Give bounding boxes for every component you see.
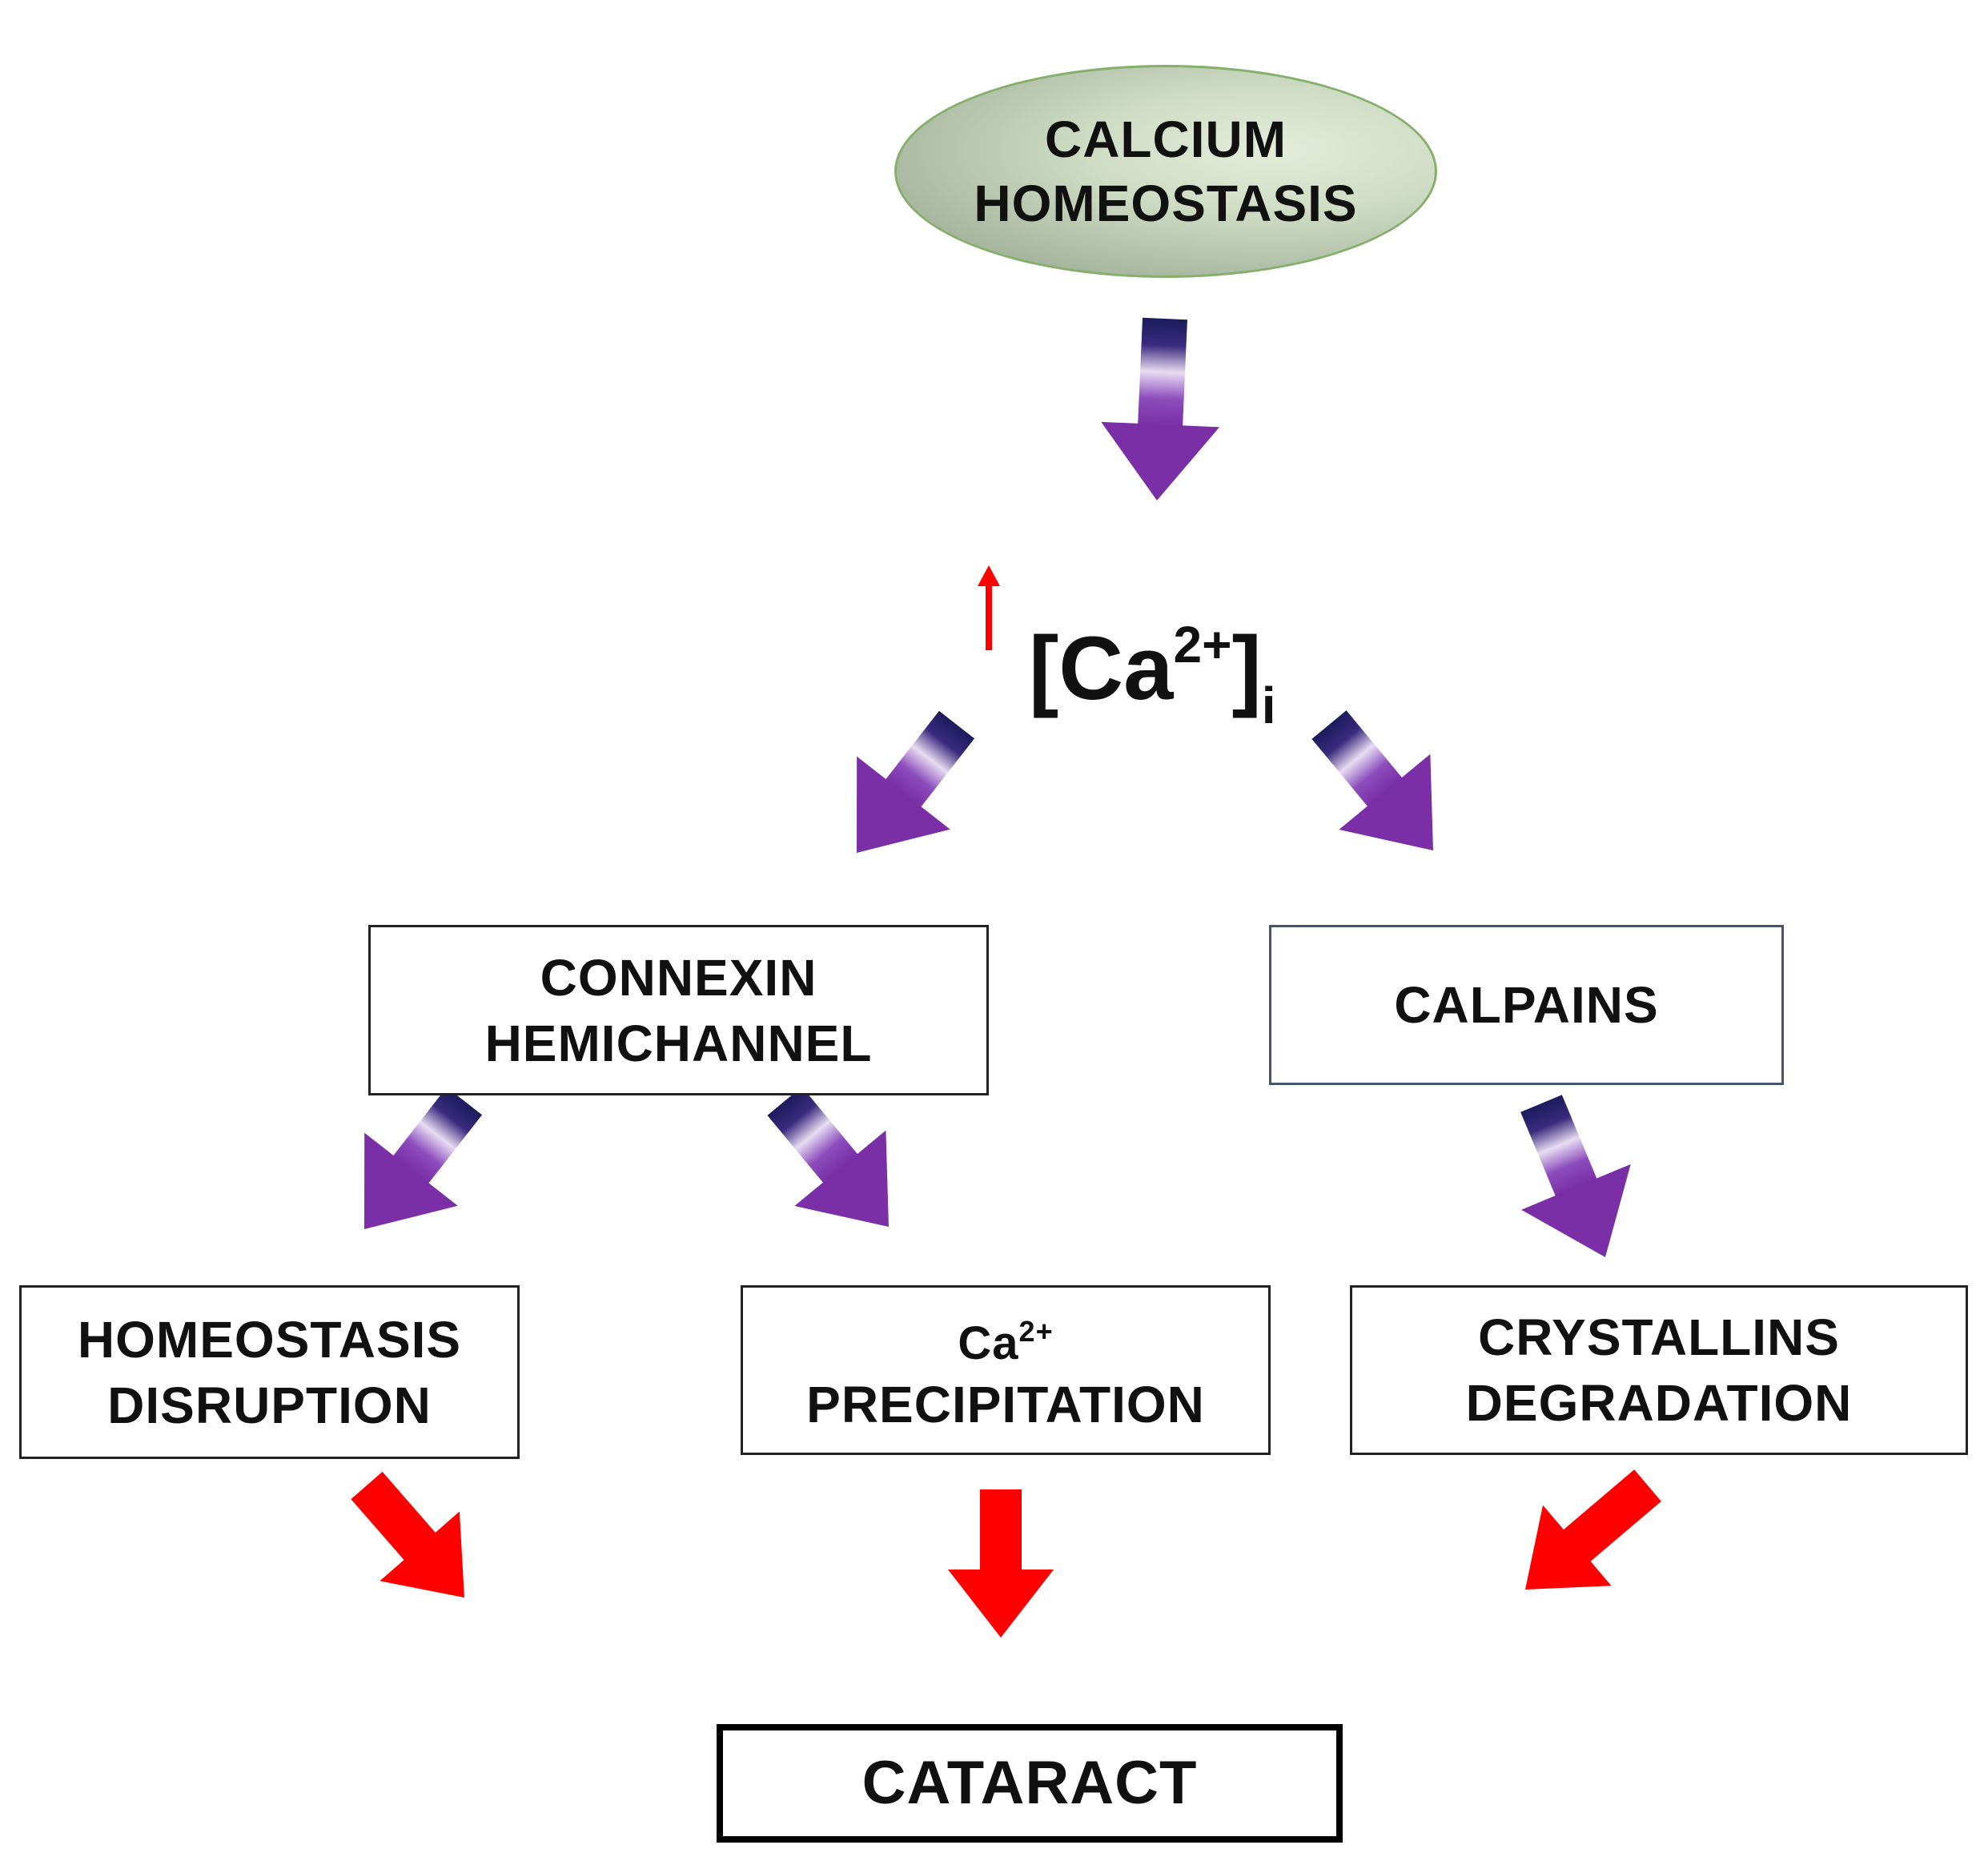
cataract-label: CATARACT <box>861 1749 1198 1817</box>
arrow-ca-to-calpains-head <box>1339 754 1434 851</box>
intracellular-calcium-label: [Ca2+]i <box>1029 597 1276 754</box>
arrow-ca-to-calpains-shaft <box>1311 710 1403 807</box>
arrow-homeostasis-to-ca <box>1101 317 1220 500</box>
calcium-homeostasis-line2: HOMEOSTASIS <box>974 175 1358 232</box>
arrow-ca-to-connexin <box>857 710 975 853</box>
arrow-connexin-to-homeostasis-disruption-shaft <box>392 1087 483 1184</box>
cataract-box: CATARACT <box>717 1724 1343 1843</box>
arrow-connexin-to-homeostasis-disruption-head <box>364 1132 458 1229</box>
arrow-ca-to-connexin-shaft <box>885 710 975 808</box>
arrow-calpains-to-crystallins-shaft <box>1520 1095 1597 1196</box>
homeostasis-disruption-line1: HOMEOSTASIS <box>77 1310 462 1369</box>
ca-precipitation-box: Ca2+ PRECIPITATION <box>741 1285 1271 1455</box>
calcium-homeostasis-node: CALCIUM HOMEOSTASIS <box>894 65 1437 278</box>
arrow-connexin-to-homeostasis-disruption <box>364 1087 483 1229</box>
ca-close: ] <box>1231 618 1262 718</box>
arrow-disruption-to-cataract <box>351 1471 465 1598</box>
ca-precipitation-line2: PRECIPITATION <box>806 1375 1205 1433</box>
arrow-connexin-to-precipitation <box>767 1087 890 1228</box>
arrow-precipitation-to-cataract <box>948 1489 1054 1638</box>
ca-subscript: i <box>1261 677 1276 734</box>
arrow-ca-to-calpains <box>1311 710 1434 851</box>
arrow-homeostasis-to-ca-shaft <box>1138 317 1187 427</box>
calpains-label: CALPAINS <box>1394 976 1659 1034</box>
arrow-precipitation-to-cataract-shape <box>948 1489 1054 1638</box>
crystallins-degradation-box: CRYSTALLINS DEGRADATION <box>1350 1285 1968 1455</box>
ca-precipitation-base: Ca <box>958 1316 1019 1369</box>
ca-precipitation-charge: 2+ <box>1018 1314 1054 1348</box>
calcium-homeostasis-line1: CALCIUM <box>1044 111 1287 168</box>
arrow-crystallins-to-cataract <box>1525 1469 1661 1590</box>
homeostasis-disruption-box: HOMEOSTASIS DISRUPTION <box>19 1285 520 1459</box>
homeostasis-disruption-line2: DISRUPTION <box>107 1376 432 1434</box>
arrow-crystallins-to-cataract-shape <box>1525 1469 1661 1590</box>
arrow-disruption-to-cataract-shape <box>351 1471 465 1598</box>
arrow-ca-to-connexin-head <box>857 756 950 853</box>
arrow-homeostasis-to-ca-head <box>1101 421 1220 500</box>
connexin-line1: CONNEXIN <box>540 948 817 1007</box>
calpains-box: CALPAINS <box>1269 925 1784 1085</box>
ca-charge: 2+ <box>1173 616 1232 673</box>
red-up-arrow-icon <box>978 565 1000 650</box>
arrow-calpains-to-crystallins-head <box>1521 1164 1631 1257</box>
ca-precipitation-line1: Ca2+ <box>958 1304 1053 1372</box>
arrow-calpains-to-crystallins <box>1520 1095 1631 1257</box>
arrow-connexin-to-precipitation-head <box>794 1130 890 1228</box>
connexin-line2: HEMICHANNEL <box>484 1014 873 1072</box>
ca-open: [Ca <box>1029 618 1174 718</box>
connexin-hemichannel-box: CONNEXIN HEMICHANNEL <box>368 925 989 1095</box>
arrow-connexin-to-precipitation-shaft <box>767 1087 858 1184</box>
crystallins-line2: DEGRADATION <box>1465 1374 1853 1432</box>
crystallins-line1: CRYSTALLINS <box>1478 1308 1840 1366</box>
